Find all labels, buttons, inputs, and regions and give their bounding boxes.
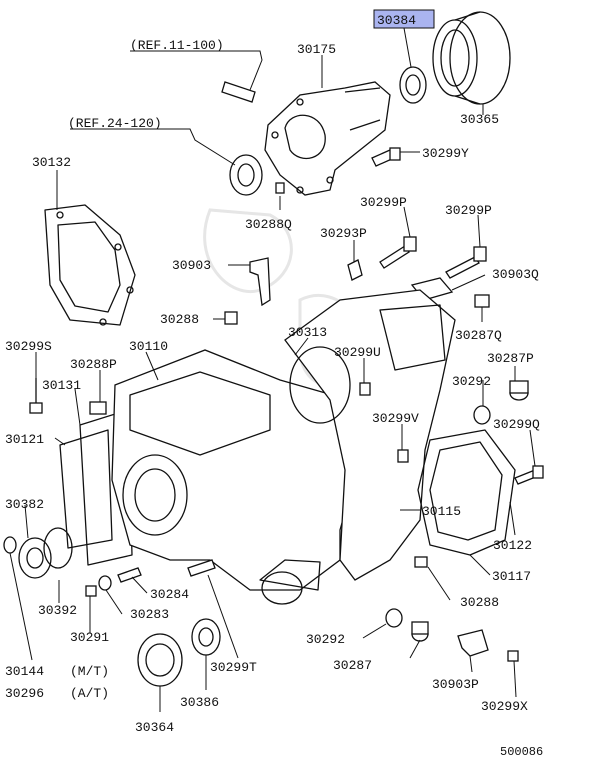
- label-30903: 30903: [172, 258, 211, 273]
- label-30299X: 30299X: [481, 699, 528, 714]
- part-30299T-bolt: [187, 559, 216, 577]
- part-30386-seal: [191, 618, 221, 656]
- part-30384-seal: [399, 66, 427, 104]
- label-30292-b: 30292: [306, 632, 345, 647]
- part-30288-dowel-b: [414, 556, 428, 568]
- part-30299P-bolt-b: [445, 246, 487, 279]
- label-30365: 30365: [460, 112, 499, 127]
- label-30293P: 30293P: [320, 226, 367, 241]
- label-30903P: 30903P: [432, 677, 479, 692]
- part-30903P-bracket: [457, 629, 489, 657]
- label-30283: 30283: [130, 607, 169, 622]
- part-30299U-bolt: [359, 382, 371, 396]
- ref-label-24-120: (REF.24-120): [68, 116, 162, 131]
- label-30364: 30364: [135, 720, 174, 735]
- label-30299V: 30299V: [372, 411, 419, 426]
- part-30299S-bolt: [29, 378, 43, 414]
- part-30299X-bolt: [507, 650, 519, 662]
- part-30903-bracket: [249, 257, 271, 307]
- part-30132-gasket: [44, 204, 136, 326]
- part-30288-dowel-a: [224, 311, 238, 325]
- label-30117: 30117: [492, 569, 531, 584]
- part-30283-washer: [98, 575, 112, 591]
- label-30288P: 30288P: [70, 357, 117, 372]
- figure-number: 500086: [500, 745, 543, 759]
- part-ref-11-100-pin: [221, 81, 256, 103]
- label-30287P: 30287P: [487, 351, 534, 366]
- label-30144-note: (M/T): [70, 664, 109, 679]
- label-30299P-a: 30299P: [360, 195, 407, 210]
- part-30299Q-bolt: [514, 465, 544, 485]
- label-30122: 30122: [493, 538, 532, 553]
- label-30299Y: 30299Y: [422, 146, 469, 161]
- part-30364-seal: [137, 633, 183, 687]
- part-30175-extension-housing: [264, 81, 391, 196]
- label-30288-a: 30288: [160, 312, 199, 327]
- part-30115-rear-case: [284, 289, 456, 581]
- label-30392: 30392: [38, 603, 77, 618]
- part-30291-nut: [85, 585, 97, 597]
- label-30287: 30287: [333, 658, 372, 673]
- label-30288Q: 30288Q: [245, 217, 292, 232]
- label-30296: 30296: [5, 686, 44, 701]
- label-30299P-b: 30299P: [445, 203, 492, 218]
- label-30284: 30284: [150, 587, 189, 602]
- label-30175: 30175: [297, 42, 336, 57]
- part-30299P-bolt-a: [379, 236, 417, 269]
- part-30382-seal: [18, 537, 52, 579]
- part-30288P-dowel: [89, 401, 107, 415]
- label-30110: 30110: [129, 339, 168, 354]
- label-30291: 30291: [70, 630, 109, 645]
- label-30299T: 30299T: [210, 660, 257, 675]
- part-ref-24-120-seal: [229, 154, 263, 196]
- part-30121-gasket: [59, 429, 113, 549]
- label-30144: 30144: [5, 664, 44, 679]
- label-30313: 30313: [288, 325, 327, 340]
- part-30293P-clip: [347, 259, 363, 281]
- label-30903Q: 30903Q: [492, 267, 539, 282]
- ref-label-11-100: (REF.11-100): [130, 38, 224, 53]
- part-30287-plug: [411, 621, 429, 642]
- part-30292-washer-b: [385, 608, 403, 628]
- part-30284-stud: [117, 567, 142, 583]
- part-30131-plate: [79, 409, 133, 566]
- part-30122-cover: [417, 429, 516, 556]
- label-30299S: 30299S: [5, 339, 52, 354]
- part-labels: 30384 (REF.11-100) 30175 30365 (REF.24-1…: [5, 13, 543, 759]
- label-30292-a: 30292: [452, 374, 491, 389]
- label-30384: 30384: [377, 13, 416, 28]
- part-30292-washer-a: [473, 405, 491, 425]
- leader-lines: [9, 27, 536, 712]
- part-30392-oring: [43, 527, 73, 569]
- part-30287Q-plug: [474, 294, 490, 308]
- part-30288Q-dowel: [275, 182, 285, 194]
- label-30121: 30121: [5, 432, 44, 447]
- label-30382: 30382: [5, 497, 44, 512]
- label-30287Q: 30287Q: [455, 328, 502, 343]
- part-30287P-plug: [509, 380, 529, 401]
- label-30132: 30132: [32, 155, 71, 170]
- label-30115: 30115: [422, 504, 461, 519]
- label-30131: 30131: [42, 378, 81, 393]
- label-30296-note: (A/T): [70, 686, 109, 701]
- part-30144-washer: [3, 536, 17, 554]
- part-30299V-bolt: [397, 449, 409, 463]
- label-30386: 30386: [180, 695, 219, 710]
- label-30299U: 30299U: [334, 345, 381, 360]
- part-30365-sleeve: [432, 11, 511, 105]
- label-30299Q: 30299Q: [493, 417, 540, 432]
- label-30288-b: 30288: [460, 595, 499, 610]
- part-30299Y-bolt: [371, 147, 401, 167]
